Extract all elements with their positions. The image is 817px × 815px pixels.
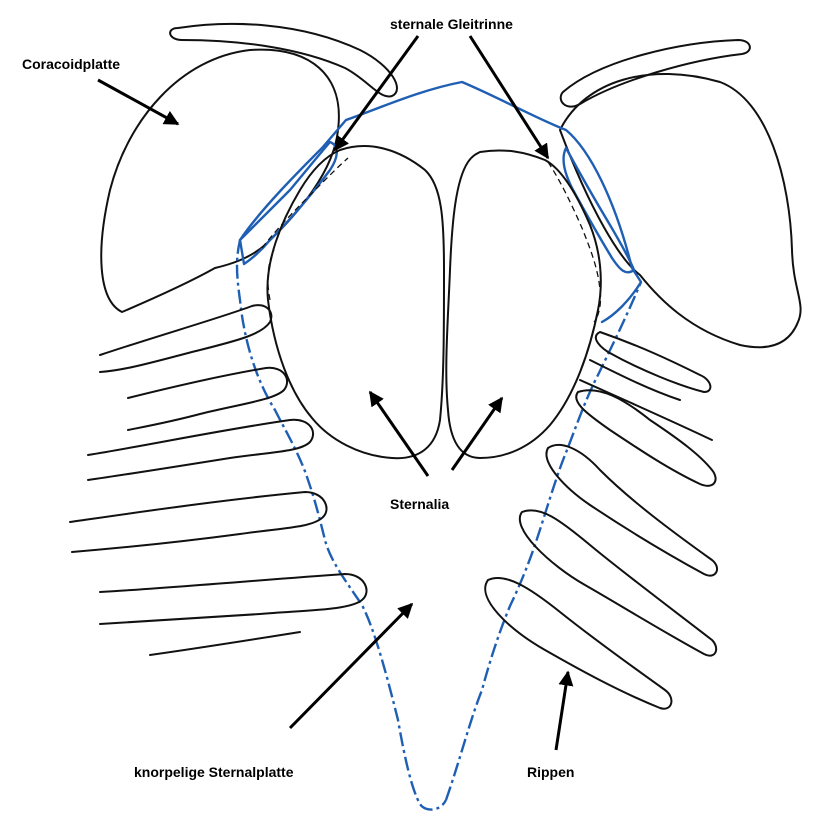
arrow-coracoid [98, 80, 178, 124]
left-rib-5 [100, 574, 367, 624]
right-coracoid-plate [560, 74, 801, 347]
arrow-groove-left [335, 36, 418, 150]
left-rib-3 [88, 420, 313, 480]
right-groove-dashed [548, 162, 601, 322]
arrow-sternalia-left [370, 392, 428, 476]
label-cartilage-plate: knorpelige Sternalplatte [134, 764, 293, 780]
left-rib-2 [128, 368, 287, 430]
left-coracoid-plate [101, 50, 339, 312]
right-rib-1 [596, 332, 711, 392]
arrow-ribs [556, 672, 568, 750]
left-groove-band [240, 142, 337, 264]
right-rib-4 [546, 445, 717, 576]
label-coracoid-plate: Coracoidplatte [22, 56, 120, 72]
left-clavicle [170, 24, 397, 97]
arrow-cartilage [290, 604, 412, 728]
label-ribs: Rippen [527, 764, 574, 780]
right-rib-3 [576, 390, 715, 486]
left-rib-6 [150, 632, 300, 655]
left-rib-1 [100, 305, 271, 372]
left-rib-4 [70, 492, 327, 552]
arrow-sternalia-right [452, 398, 502, 470]
arrow-groove-right [470, 36, 548, 158]
label-sternalia: Sternalia [390, 496, 449, 512]
label-sternal-groove: sternale Gleitrinne [390, 16, 513, 32]
right-rib-5 [520, 510, 716, 655]
left-sternale [267, 146, 444, 458]
cartilage-right-edge [446, 282, 641, 800]
